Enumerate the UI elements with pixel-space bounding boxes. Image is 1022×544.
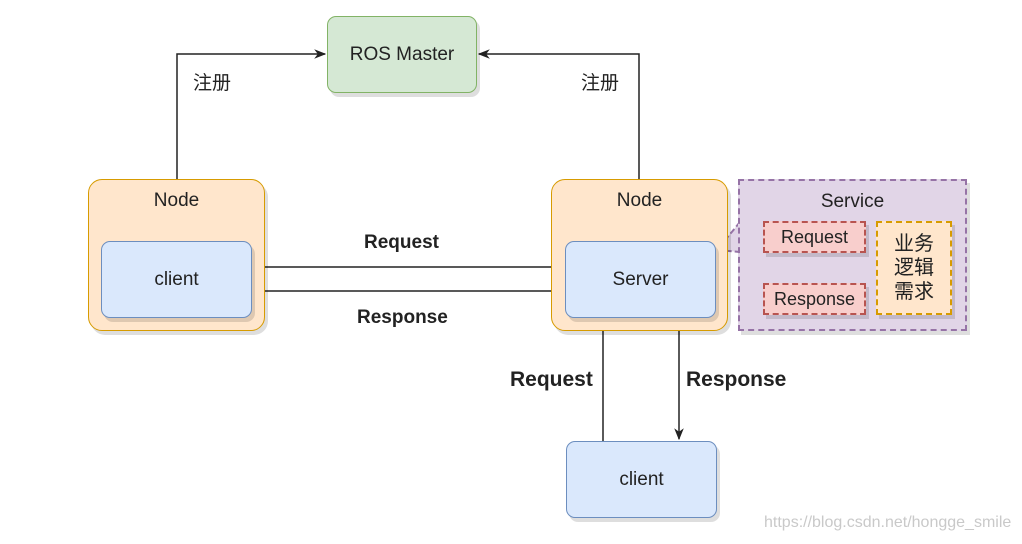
server-label: Server xyxy=(612,268,669,290)
service-request-label: Request xyxy=(780,226,849,247)
node-right-title: Node xyxy=(616,190,663,211)
edge-label-top-request: Request xyxy=(364,232,439,253)
business-logic-line-2: 逻辑 xyxy=(894,257,934,279)
service-response-label: Response xyxy=(773,288,856,309)
edge-label-vertical-request: Request xyxy=(510,368,593,391)
register-edge-left xyxy=(176,49,327,179)
register-edge-right xyxy=(477,49,640,179)
service-response-box: Response xyxy=(763,283,866,315)
client-bottom-box: client xyxy=(566,441,717,518)
ros-master-label: ROS Master xyxy=(349,43,455,65)
watermark: https://blog.csdn.net/hongge_smile xyxy=(764,514,1012,531)
service-request-box: Request xyxy=(763,221,866,253)
business-logic-box: 业务 逻辑 需求 xyxy=(876,221,952,315)
client-left-label: client xyxy=(154,268,199,290)
node-left-title: Node xyxy=(153,190,200,211)
business-logic-line-1: 业务 xyxy=(894,233,934,255)
edge-label-top-response: Response xyxy=(357,307,448,328)
ros-master-box: ROS Master xyxy=(327,16,477,93)
register-label-right: 注册 xyxy=(581,73,620,94)
register-label-left: 注册 xyxy=(193,73,232,94)
service-title: Service xyxy=(820,191,885,212)
business-logic-line-3: 需求 xyxy=(894,281,934,303)
client-left-box: client xyxy=(101,241,252,318)
server-box: Server xyxy=(565,241,716,318)
client-bottom-label: client xyxy=(619,468,664,490)
edge-label-vertical-response: Response xyxy=(686,368,787,391)
